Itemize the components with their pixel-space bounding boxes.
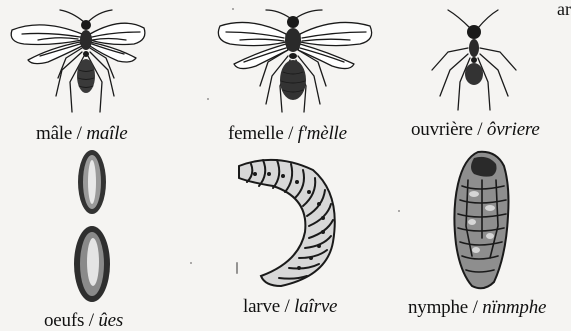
female-ant-drawing <box>210 4 385 119</box>
corner-text-fragment: ar <box>557 0 571 18</box>
caption-female-dialect: f'mèlle <box>298 123 347 144</box>
dust-speck <box>398 210 400 212</box>
caption-male-name: mâle <box>36 123 72 144</box>
larva-drawing <box>225 152 345 292</box>
caption-eggs-dialect: ûes <box>98 310 123 331</box>
caption-eggs: oeufs / ûes <box>44 311 123 330</box>
caption-pupa: nymphe / nïnmphe <box>408 298 546 317</box>
caption-larva-dialect: laîrve <box>294 296 337 317</box>
caption-worker-separator: / <box>473 119 487 140</box>
caption-worker-dialect: ôvriere <box>487 119 540 140</box>
male-ant-illustration <box>2 4 152 119</box>
male-ant-drawing <box>2 4 152 119</box>
caption-male-separator: / <box>72 123 86 144</box>
pupa-drawing <box>438 146 528 294</box>
caption-female: femelle / f'mèlle <box>228 124 347 143</box>
caption-worker: ouvrière / ôvriere <box>411 120 540 139</box>
caption-eggs-name: oeufs <box>44 310 84 331</box>
female-ant-illustration <box>210 4 385 119</box>
caption-pupa-dialect: nïnmphe <box>482 297 546 318</box>
caption-larva-name: larve <box>243 296 280 317</box>
pupa-illustration <box>438 146 528 294</box>
caption-pupa-separator: / <box>468 297 482 318</box>
eggs-illustration <box>62 146 122 306</box>
dust-speck <box>190 262 192 264</box>
caption-eggs-separator: / <box>84 310 98 331</box>
worker-ant-drawing <box>418 6 528 116</box>
larva-illustration <box>225 152 345 292</box>
caption-larva: larve / laîrve <box>243 297 337 316</box>
dust-speck <box>207 98 209 100</box>
caption-female-name: femelle <box>228 123 284 144</box>
caption-larva-separator: / <box>280 296 294 317</box>
eggs-drawing <box>62 146 122 306</box>
caption-male: mâle / maîle <box>36 124 128 143</box>
caption-worker-name: ouvrière <box>411 119 473 140</box>
caption-female-separator: / <box>284 123 298 144</box>
caption-male-dialect: maîle <box>86 123 127 144</box>
caption-pupa-name: nymphe <box>408 297 468 318</box>
worker-ant-illustration <box>418 6 528 116</box>
